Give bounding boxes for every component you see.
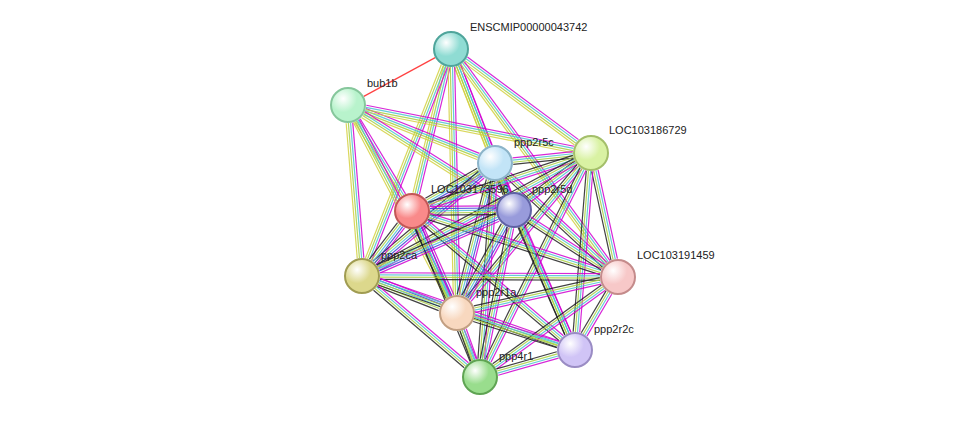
evidence-line [377,213,496,265]
interaction-edge [364,58,435,97]
evidence-line [448,67,453,295]
protein-label: ppp2r2c [594,323,634,335]
evidence-line [460,331,471,361]
evidence-line [473,322,557,348]
evidence-line [475,317,559,343]
interaction-edge [380,273,600,280]
evidence-line [430,210,496,212]
evidence-line [596,170,615,259]
evidence-line [348,123,359,258]
protein-node: LOC103191459 [600,259,636,295]
protein-label: LOC103186729 [609,124,687,136]
evidence-line [531,217,605,265]
evidence-line [364,58,435,97]
evidence-line [430,205,496,207]
protein-label: LOC103191459 [637,249,715,261]
evidence-line [430,214,496,216]
evidence-line [379,164,576,270]
evidence-line [524,225,571,332]
evidence-line [474,280,600,308]
protein-node: ppp2ca [344,258,380,294]
protein-node: ENSCMIP00000043742 [433,31,469,67]
evidence-line [594,171,613,260]
evidence-line [380,279,600,281]
protein-label: LOC103173596 [431,183,509,195]
evidence-line [378,215,497,267]
evidence-line [380,274,600,276]
evidence-line [463,63,609,262]
evidence-line [380,272,600,274]
protein-node: ppp2r2c [557,332,593,368]
protein-label: ppp4r1 [499,350,533,362]
evidence-line [474,278,600,306]
evidence-line [467,57,578,140]
evidence-line [380,277,600,279]
protein-node: ppp2r1a [439,295,475,331]
protein-node: ppp2r5d [496,192,532,228]
evidence-line [430,212,496,214]
evidence-line [365,111,479,156]
evidence-line [346,123,357,258]
evidence-line [430,207,496,209]
interaction-edge [592,170,618,260]
evidence-line [475,315,559,341]
protein-label: bub1b [367,77,398,89]
interaction-edge [365,65,447,261]
protein-label: ppp2r5c [514,136,554,148]
evidence-line [464,330,475,360]
interaction-edge [376,159,576,271]
evidence-line [360,119,405,194]
evidence-line [474,319,558,345]
protein-label: ppp2r5d [532,183,572,195]
evidence-line [466,59,577,142]
interaction-edge [473,315,559,348]
protein-node: LOC103186729 [573,135,609,171]
interaction-edge [377,213,499,273]
evidence-line [379,219,498,271]
protein-node: ppp2r5c [477,145,513,181]
interaction-edge [365,105,574,152]
protein-label: ppp2ca [381,249,417,261]
evidence-line [462,330,473,360]
evidence-line [365,110,573,151]
interaction-edge [430,206,496,215]
interaction-edge [460,329,477,361]
evidence-line [379,217,498,269]
protein-node: LOC103173596 [394,193,430,229]
evidence-line [364,113,478,158]
evidence-line [475,282,601,310]
evidence-line [592,171,611,260]
protein-node: bub1b [330,87,366,123]
evidence-line [366,107,574,148]
interaction-edge [346,123,364,259]
interaction-edge [527,217,604,270]
protein-label: ENSCMIP00000043742 [470,21,587,33]
protein-label: ppp2r1a [476,286,516,298]
evidence-line [530,219,604,267]
protein-node: ppp4r1 [462,359,498,395]
